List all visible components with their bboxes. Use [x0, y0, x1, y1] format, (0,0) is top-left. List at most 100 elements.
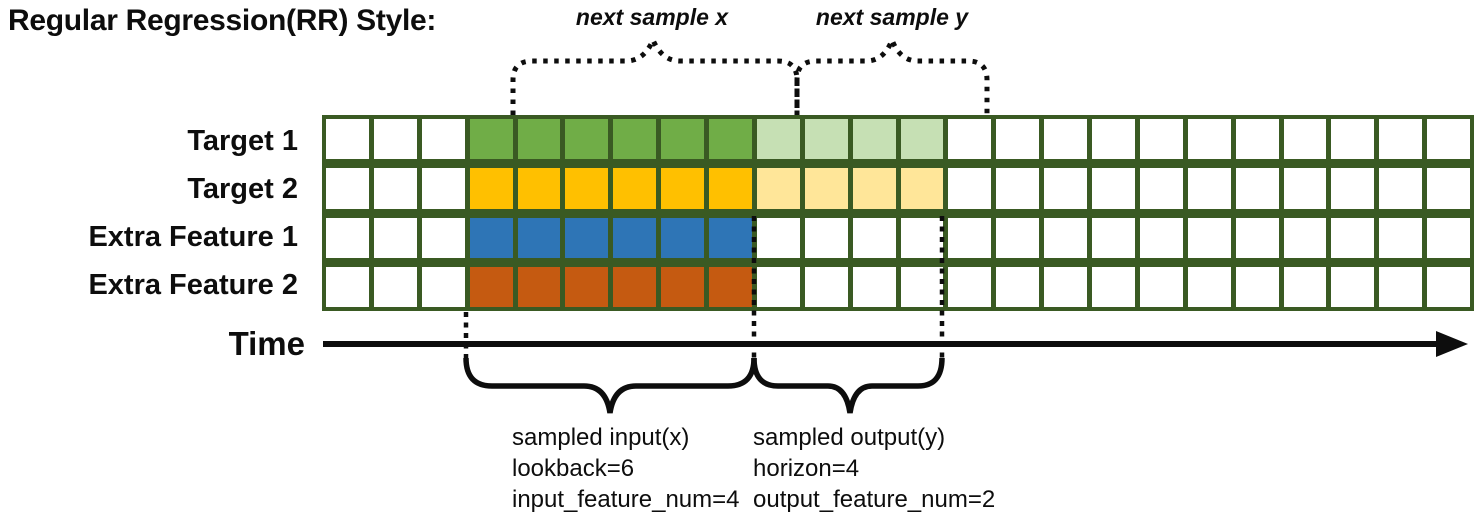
grid-cell: [1187, 266, 1231, 307]
grid-cell: [613, 168, 657, 209]
annotation-line: horizon=4: [753, 455, 860, 482]
grid-cell: [1427, 266, 1470, 307]
grid-cell: [1379, 168, 1423, 209]
grid-cell: [1044, 266, 1087, 307]
sampled-output-brace: [751, 357, 945, 414]
grid-cell: [469, 266, 513, 307]
grid-cell: [469, 217, 513, 258]
row-label: Target 1: [187, 124, 298, 157]
row-labels: Target 1 Target 2 Extra Feature 1 Extra Fea…: [0, 115, 310, 311]
grid-cell: [517, 119, 561, 160]
grid-cell: [1331, 217, 1375, 258]
next-sample-y-brace: [794, 32, 990, 115]
grid-cell: [661, 266, 704, 307]
grid-cell: [1139, 168, 1183, 209]
grid-cell: [613, 266, 657, 307]
grid-cell: [804, 266, 848, 307]
grid-cell: [1235, 217, 1279, 258]
annotation-line: sampled input(x): [512, 424, 690, 451]
sampled-output-annotation: sampled output(y) horizon=4 output_feature…: [753, 422, 995, 515]
grid-cell: [421, 119, 465, 160]
grid-cell: [1331, 266, 1375, 307]
grid-cell: [1139, 217, 1183, 258]
grid-cell: [1187, 217, 1231, 258]
grid-cell: [613, 119, 657, 160]
grid-cell: [948, 217, 992, 258]
grid-cell: [1283, 217, 1327, 258]
grid-cell: [565, 119, 609, 160]
grid-cell: [661, 119, 704, 160]
grid-cell: [1092, 217, 1135, 258]
row-label: Extra Feature 1: [88, 220, 298, 253]
grid-cell: [1283, 119, 1327, 160]
grid-cell: [852, 266, 896, 307]
grid-cell: [326, 119, 369, 160]
grid-cell: [1427, 119, 1470, 160]
grid-cell: [996, 168, 1040, 209]
annotation-line: lookback=6: [512, 455, 635, 482]
grid-cell: [1187, 119, 1231, 160]
grid-cell: [373, 119, 417, 160]
annotation-line: sampled output(y): [753, 424, 946, 451]
grid-cell: [948, 168, 992, 209]
grid-cell: [756, 266, 800, 307]
grid-cell: [1283, 168, 1327, 209]
grid-cell: [469, 119, 513, 160]
annotation-line: input_feature_num=4: [512, 486, 740, 513]
time-axis-label: Time: [228, 325, 305, 362]
grid-cell: [373, 266, 417, 307]
sampled-input-brace: [463, 357, 757, 414]
grid-cell: [804, 168, 848, 209]
grid-cell: [517, 168, 561, 209]
sampled-input-annotation: sampled input(x) lookback=6 input_feature_…: [512, 422, 740, 515]
grid-cell: [326, 217, 369, 258]
grid-cell: [1139, 266, 1183, 307]
row-label: Extra Feature 2: [88, 268, 298, 301]
grid-cell: [565, 217, 609, 258]
time-arrow-head: [1436, 331, 1468, 357]
grid-cell: [421, 266, 465, 307]
grid-cell: [900, 119, 944, 160]
grid-cell: [852, 217, 896, 258]
grid-cell: [517, 217, 561, 258]
grid-cell: [1331, 119, 1375, 160]
grid-cell: [421, 217, 465, 258]
grid-cell: [756, 168, 800, 209]
annotation-line: output_feature_num=2: [753, 486, 996, 513]
grid-cell: [709, 168, 752, 209]
grid-cell: [1235, 168, 1279, 209]
grid-cell: [373, 217, 417, 258]
grid-cell: [804, 217, 848, 258]
grid-cell: [1283, 266, 1327, 307]
grid-cell: [948, 119, 992, 160]
diagram-title: Regular Regression(RR) Style:: [8, 4, 437, 37]
grid-cell: [709, 119, 752, 160]
grid-cell: [709, 217, 752, 258]
grid-cell: [852, 119, 896, 160]
grid-cell: [613, 217, 657, 258]
grid-cell: [326, 168, 369, 209]
grid-cell: [948, 266, 992, 307]
grid-cell: [996, 119, 1040, 160]
grid-cell: [1092, 266, 1135, 307]
grid-cell: [996, 266, 1040, 307]
grid-cell: [852, 168, 896, 209]
grid-cell: [661, 217, 704, 258]
grid-cell: [996, 217, 1040, 258]
grid-cell: [1235, 266, 1279, 307]
grid-cell: [373, 168, 417, 209]
next-sample-x-label: next sample x: [575, 4, 729, 30]
grid-cell: [1235, 119, 1279, 160]
grid-cell: [421, 168, 465, 209]
grid-cell: [1092, 168, 1135, 209]
grid-cell: [517, 266, 561, 307]
grid-cell: [1092, 119, 1135, 160]
sample-grid: [322, 115, 1474, 311]
grid-cell: [900, 217, 944, 258]
grid-cell: [565, 168, 609, 209]
grid-cell: [1427, 217, 1470, 258]
grid-cell: [1379, 266, 1423, 307]
grid-cell: [756, 119, 800, 160]
row-label: Target 2: [187, 172, 298, 205]
